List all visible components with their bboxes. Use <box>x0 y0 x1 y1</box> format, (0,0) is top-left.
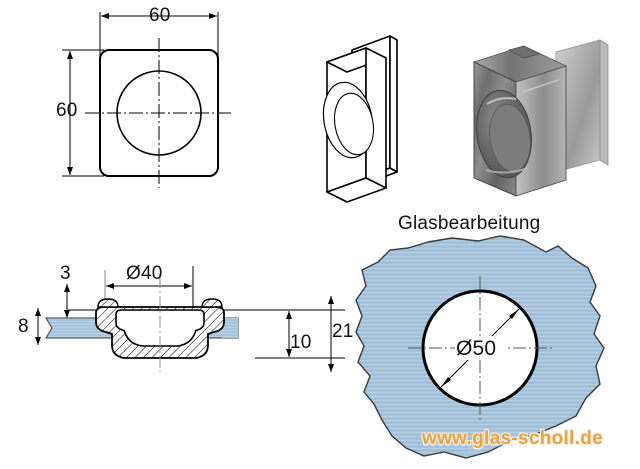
section-bore-dimension-label: Ø40 <box>126 263 163 284</box>
section-glass-thickness-dimension-label: 8 <box>18 316 29 337</box>
site-watermark: www.glas-scholl.de <box>422 428 604 449</box>
glass-preparation-title: Glasbearbeitung <box>398 213 541 234</box>
section-total-depth-dimension-label: 21 <box>332 321 354 342</box>
section-inset-dimension-label: 3 <box>60 263 71 284</box>
glass-preparation-group <box>355 235 605 459</box>
plan-height-dimension-label: 60 <box>56 100 78 121</box>
plan-view-group <box>62 12 233 188</box>
section-body-depth-dimension-label: 10 <box>290 332 312 353</box>
cross-section-group <box>35 266 345 372</box>
product-photo-group <box>472 39 609 197</box>
glass-bore-dimension-label: Ø50 <box>456 337 497 360</box>
plan-width-dimension-label: 60 <box>149 5 171 26</box>
isometric-view-group <box>322 35 398 203</box>
